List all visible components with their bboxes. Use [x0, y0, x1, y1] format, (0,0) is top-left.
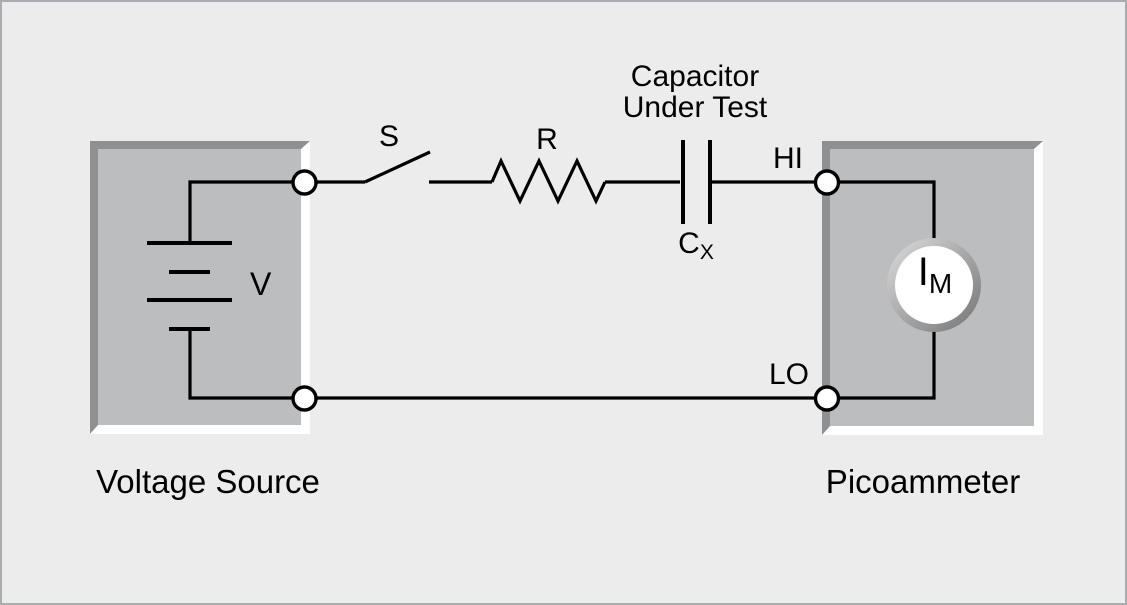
- wire-return-loop: [188, 180, 936, 400]
- meter-symbol-label: IM: [918, 252, 953, 299]
- capacitor-under-test-line1: Capacitor: [630, 60, 760, 93]
- ammeter-dial-icon: [887, 238, 981, 332]
- voltage-source-lo-terminal: [291, 385, 318, 412]
- capacitor-symbol-label: CX: [678, 228, 714, 268]
- capacitor-symbol-main: C: [678, 227, 700, 260]
- picoammeter-lo-terminal: [813, 385, 841, 412]
- voltage-source-hi-terminal: [291, 169, 318, 196]
- wire-battery-to-switch: [188, 180, 365, 244]
- meter-symbol-subscript: M: [928, 267, 953, 299]
- picoammeter-hi-terminal: [813, 169, 841, 196]
- voltage-source-caption: Voltage Source: [96, 463, 320, 500]
- resistor-icon: [490, 157, 607, 205]
- capacitor-symbol-subscript: X: [699, 240, 714, 264]
- capacitor-under-test-label: Capacitor Under Test: [623, 61, 768, 123]
- resistor-label: R: [536, 123, 558, 156]
- picoammeter-caption: Picoammeter: [825, 463, 1021, 500]
- meter-symbol-main: I: [917, 250, 929, 294]
- lo-terminal-label: LO: [768, 358, 810, 391]
- switch-blade-icon: [364, 150, 431, 184]
- capacitor-under-test-line2: Under Test: [622, 91, 768, 124]
- hi-terminal-label: HI: [773, 142, 803, 175]
- voltage-source-box: [90, 141, 310, 434]
- switch-label: S: [378, 120, 400, 153]
- voltage-symbol-label: V: [250, 266, 272, 302]
